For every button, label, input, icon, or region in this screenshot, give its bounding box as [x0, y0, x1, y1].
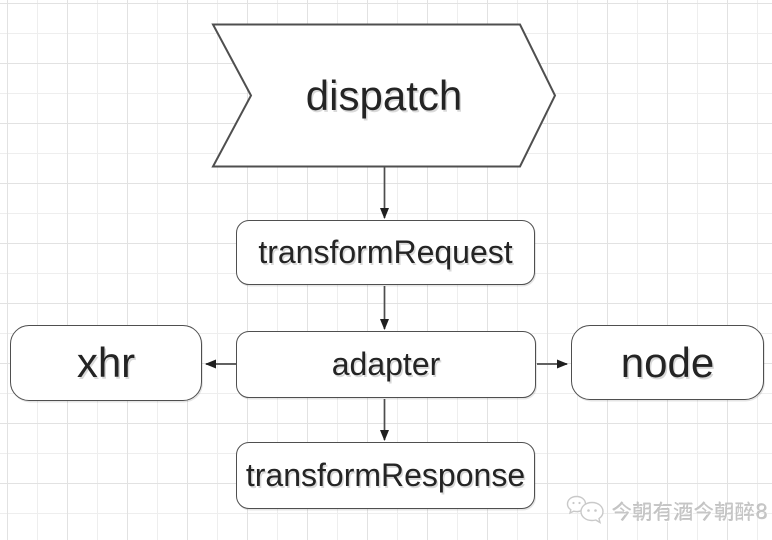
node-node: node — [571, 325, 764, 400]
node-transform-request: transformRequest — [236, 220, 535, 285]
node-adapter: adapter — [236, 331, 536, 398]
watermark-text: 今朝有酒今朝醉8 — [612, 500, 769, 524]
node-xhr: xhr — [10, 325, 202, 401]
node-transform-response: transformResponse — [236, 442, 535, 509]
node-dispatch-label: dispatch — [305, 71, 463, 119]
wechat-chat-bubbles-icon — [566, 495, 604, 524]
watermark: 今朝有酒今朝醉8 — [566, 494, 769, 527]
